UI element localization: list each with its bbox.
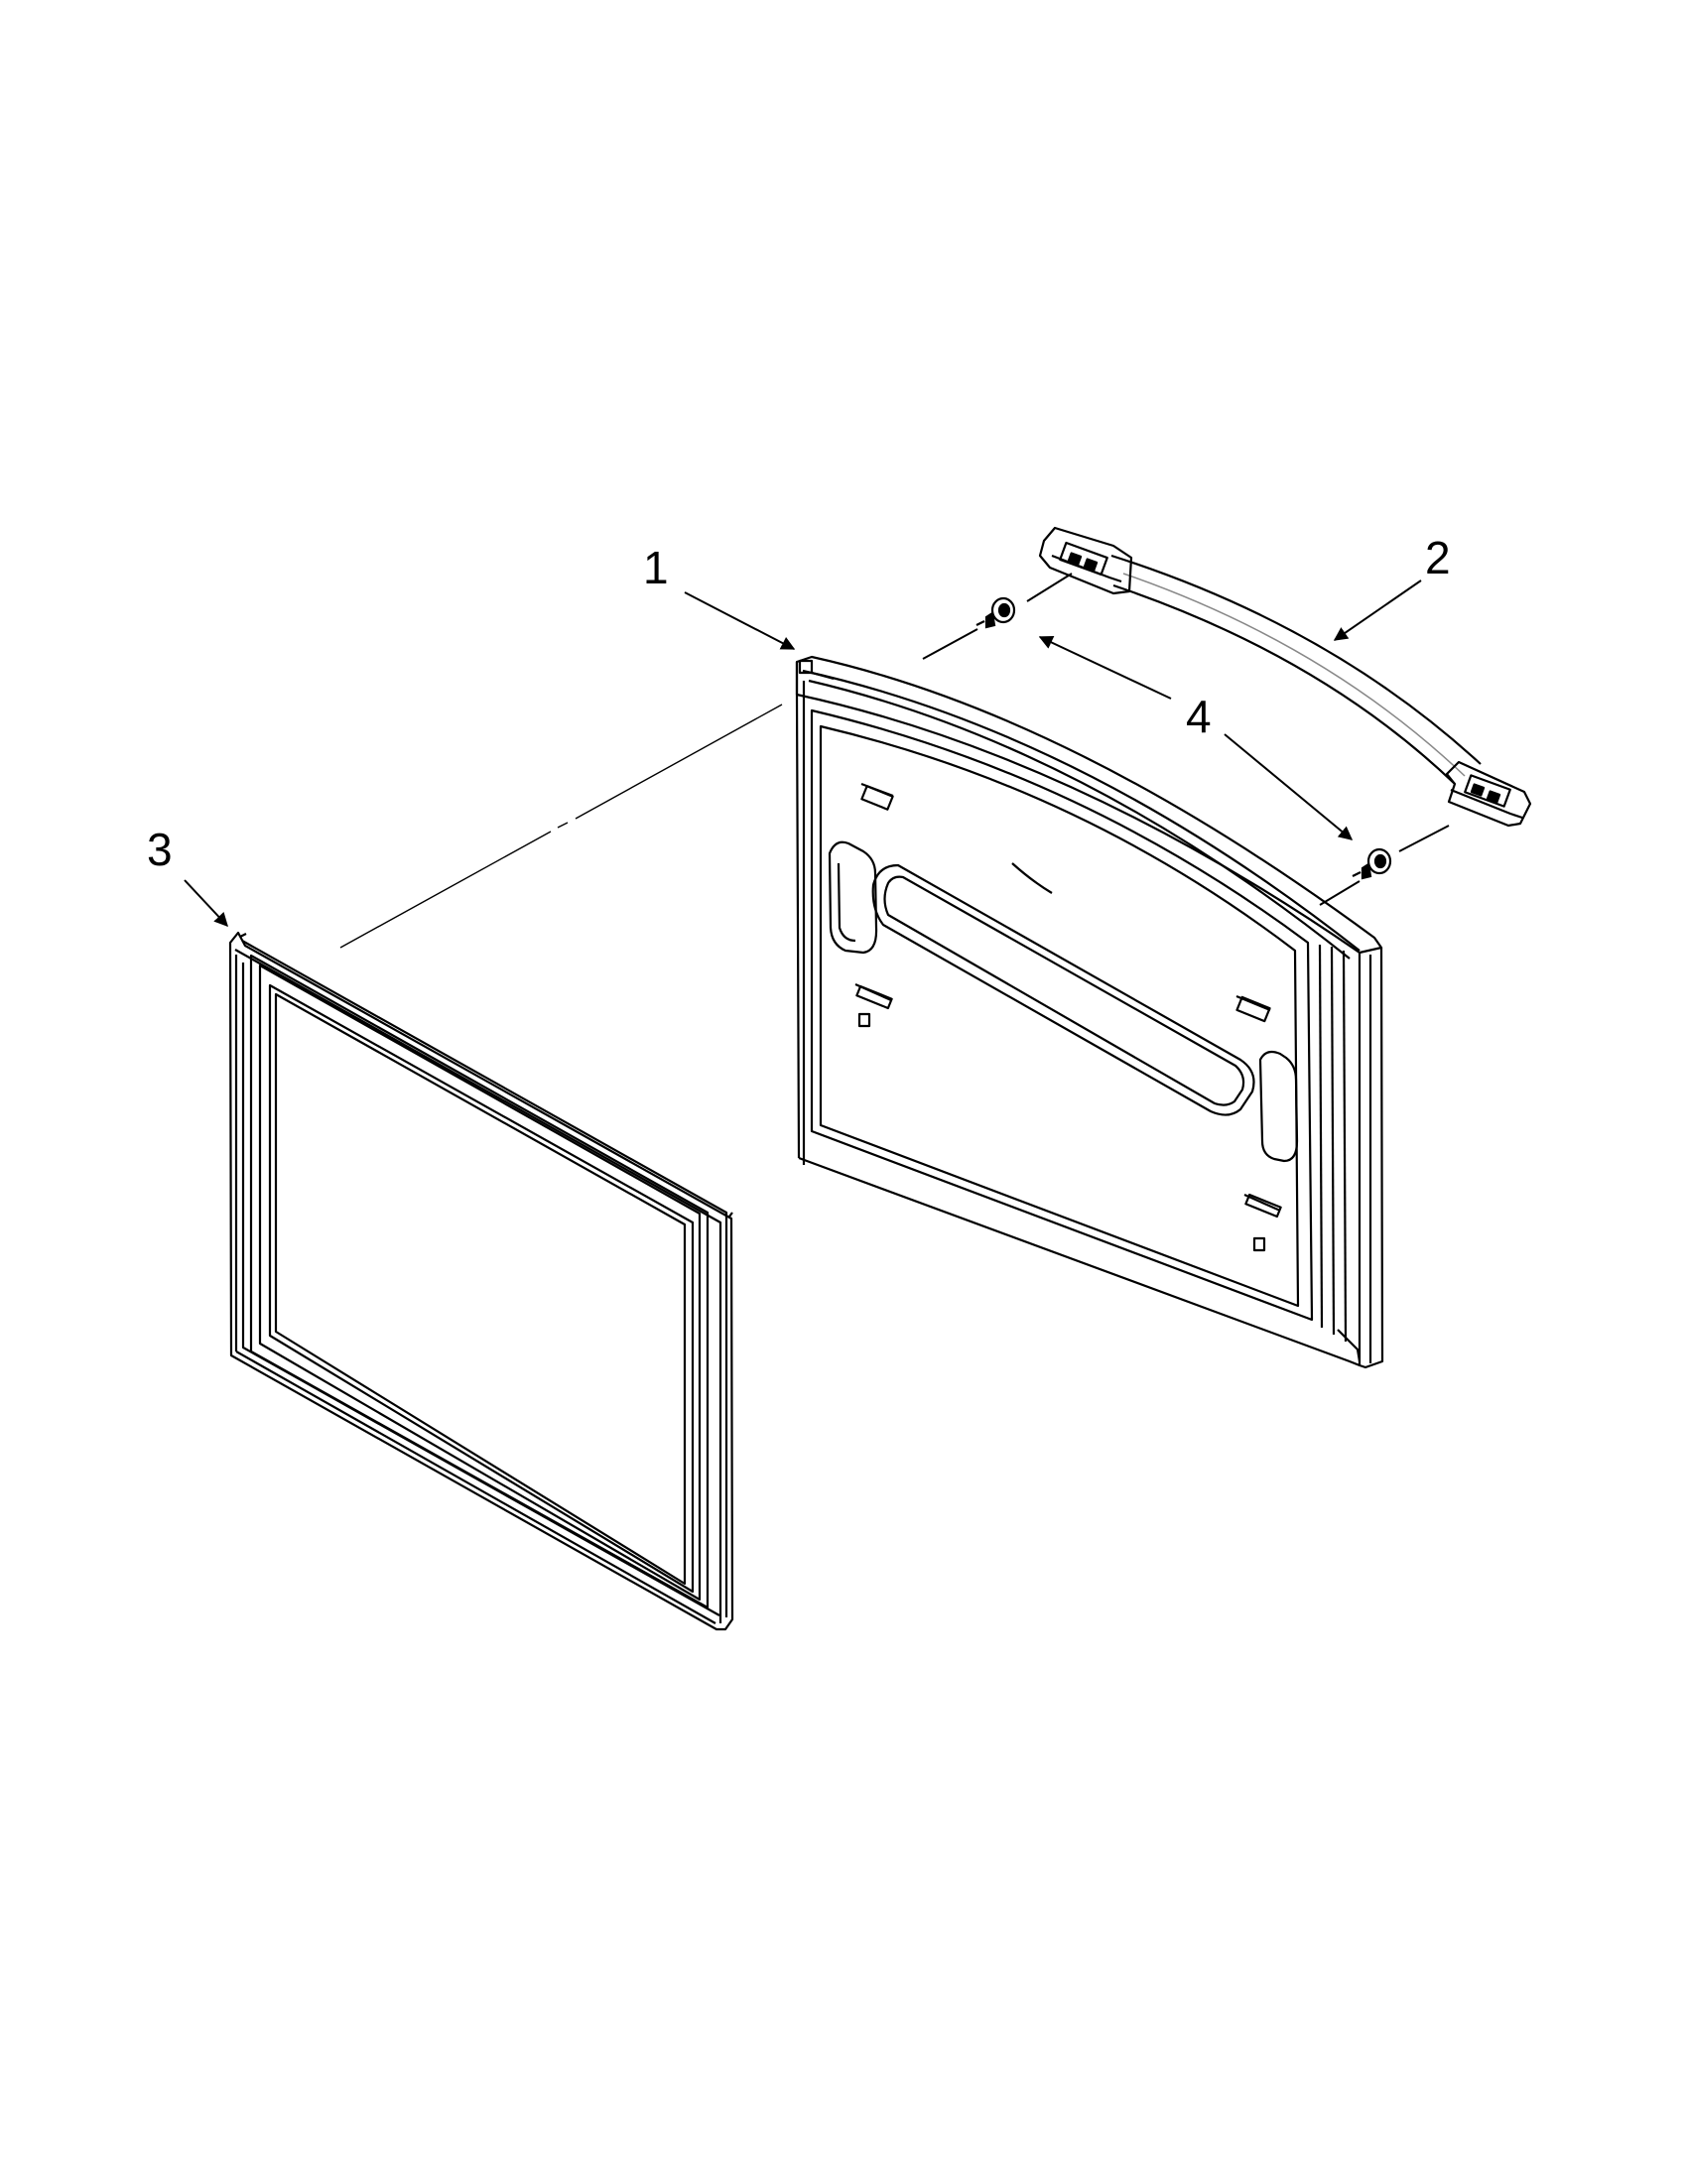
- callout-label-1: 1: [643, 542, 669, 593]
- liner-clip-lower-right: [1244, 1195, 1281, 1217]
- leader-4b: [1224, 733, 1354, 840]
- callout-label-4: 4: [1186, 691, 1212, 742]
- callout-label-2: 2: [1425, 532, 1451, 583]
- callout-labels: 1 2 3 4: [147, 532, 1451, 875]
- handle-mounting-screw-lower: [1353, 849, 1390, 878]
- door-handle: [1040, 528, 1530, 826]
- door-gasket: [230, 933, 732, 1629]
- liner-clip-right: [1236, 996, 1270, 1021]
- callout-label-3: 3: [147, 824, 173, 875]
- callout-leaders: [184, 579, 1422, 928]
- liner-clip-top-left: [861, 784, 893, 810]
- handle-mounting-screw-upper: [976, 598, 1014, 627]
- leader-1: [684, 591, 796, 650]
- leader-4a: [1038, 636, 1172, 700]
- liner-clip-mid-left: [855, 984, 892, 1008]
- freezer-door: [795, 657, 1384, 1369]
- assembly-guide-lines: [339, 573, 1450, 949]
- leader-3: [184, 879, 228, 928]
- leader-2: [1333, 579, 1422, 641]
